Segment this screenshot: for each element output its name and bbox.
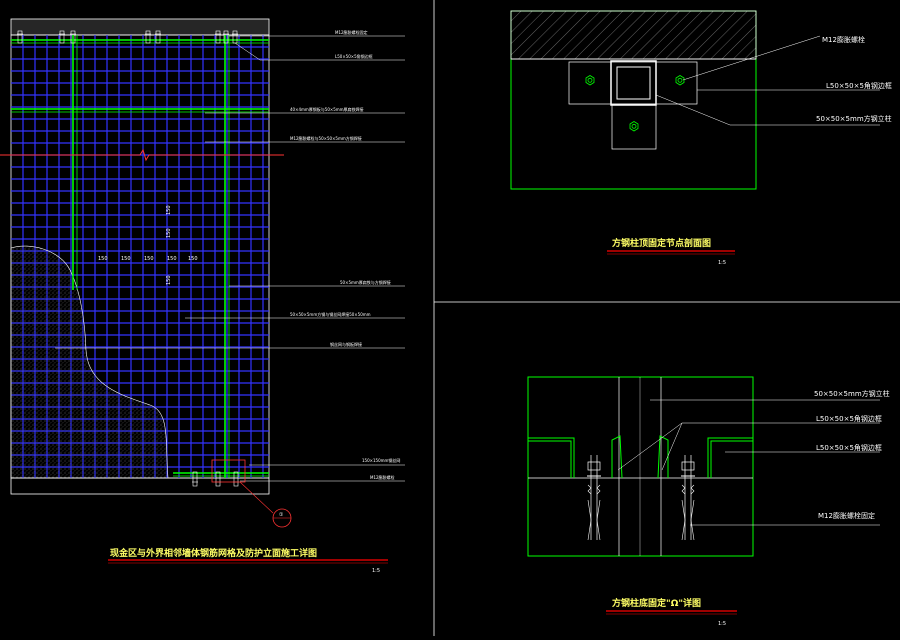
detail-label-angle-1: L50×50×5角钢边框 xyxy=(816,414,882,423)
angle-plate xyxy=(568,61,698,105)
dim-4: 150 xyxy=(167,256,177,262)
detail-label-m12: M12膨胀螺栓固定 xyxy=(818,511,875,520)
detail-leaders xyxy=(617,399,880,526)
label-flat-iron: 50×5mm厚扁铁与方钢焊接 xyxy=(340,279,391,285)
bottom-slab xyxy=(10,477,270,495)
elevation-leaders xyxy=(55,35,405,482)
plan-ceiling-hatch xyxy=(510,10,757,60)
label-mesh-size: 150×150mm钢丝网 xyxy=(362,457,400,463)
plan-scale: 1:5 xyxy=(718,260,726,266)
label-m12-bolt-bottom: M12膨胀螺栓 xyxy=(370,474,395,480)
plan-view: M12膨胀螺栓 L50×50×5角钢边框 50×50×5mm方钢立柱 方钢柱顶固… xyxy=(510,10,892,266)
square-steel-tube xyxy=(610,60,657,106)
plan-leaders xyxy=(655,35,880,126)
detail-anchor-bolts xyxy=(587,455,695,541)
top-slab xyxy=(10,18,270,36)
elevation-label-texts: M12膨胀螺栓固定 L50×50×5角钢边框 40×4mm厚钢板与50×5mm厚… xyxy=(290,29,400,480)
dim-5: 150 xyxy=(188,256,198,262)
elevation-title: 现金区与外界相邻墙体钢筋网格及防护立面施工详图 xyxy=(110,547,317,559)
top-expansion-bolts xyxy=(17,30,238,44)
detail-angle-steel xyxy=(528,435,753,479)
detail-frame xyxy=(527,376,754,557)
elevation-view: 150 150 150 150 150 150 150 150 M12膨胀螺栓固… xyxy=(0,18,405,574)
plan-label-square-steel: 50×50×5mm方钢立柱 xyxy=(816,114,892,123)
detail-label-square-steel: 50×50×5mm方钢立柱 xyxy=(814,389,890,398)
section-break-line xyxy=(0,148,284,162)
dim-1: 150 xyxy=(98,256,108,262)
detail-view: 50×50×5mm方钢立柱 L50×50×5角钢边框 L50×50×5角钢边框 … xyxy=(527,376,890,627)
dim-3: 150 xyxy=(144,256,154,262)
detail-square-steel xyxy=(618,377,662,556)
label-angle-frame: L50×50×5角钢边框 xyxy=(335,53,373,59)
plan-bolt-hexagons xyxy=(585,75,685,132)
label-mesh-plate: 钢丝网与钢板焊接 xyxy=(330,341,362,347)
detail-title: 方钢柱底固定"Ω"详图 xyxy=(612,597,701,609)
sheet-dividers xyxy=(433,0,900,636)
plan-label-m12: M12膨胀螺栓 xyxy=(822,35,865,44)
dim-2: 150 xyxy=(121,256,131,262)
label-steel-plate: 40×4mm厚钢板与50×5mm厚扁铁焊接 xyxy=(290,106,364,112)
plan-title: 方钢柱顶固定节点剖面图 xyxy=(612,237,711,249)
detail-callout: ① xyxy=(211,459,292,528)
dim-8: 150 xyxy=(166,275,172,285)
label-square-steel-mesh: 50×50×5mm方钢与钢丝网焊接50×50mm xyxy=(290,311,371,317)
detail-marker: ① xyxy=(279,512,284,518)
detail-scale: 1:5 xyxy=(718,621,726,627)
label-bolt-square-steel: M12膨胀螺栓与50×50×5mm方钢焊接 xyxy=(290,135,362,141)
detail-label-angle-2: L50×50×5角钢边框 xyxy=(816,443,882,452)
dimension-labels: 150 150 150 150 150 150 150 150 xyxy=(98,205,198,285)
dim-7: 150 xyxy=(166,228,172,238)
existing-wall-fill xyxy=(10,245,169,479)
bottom-plate xyxy=(611,103,657,150)
elevation-scale: 1:5 xyxy=(372,568,380,574)
label-m12-bolt-top: M12膨胀螺栓固定 xyxy=(335,29,368,35)
plan-label-angle: L50×50×5角钢边框 xyxy=(826,81,892,90)
angle-steel-frame xyxy=(11,35,269,478)
dim-6: 150 xyxy=(166,205,172,215)
